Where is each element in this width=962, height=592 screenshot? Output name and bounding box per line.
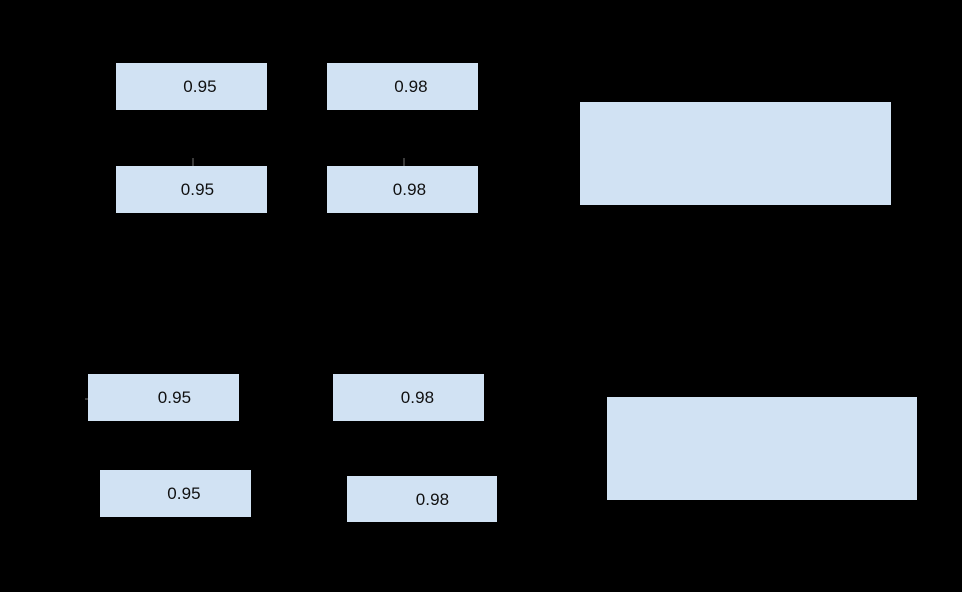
diagram-node-label: 0.98 <box>394 77 428 96</box>
connector-tick <box>192 158 194 167</box>
diagram-node-label: 0.95 <box>157 388 192 407</box>
diagram-node-label: 0.95 <box>183 77 217 96</box>
diagram-node-label: 0.95 <box>167 484 201 503</box>
diagram-node-empty[interactable] <box>607 397 917 500</box>
diagram-node-empty[interactable] <box>580 102 891 205</box>
diagram-node[interactable]: 0.98 <box>327 166 478 213</box>
diagram-node[interactable]: 0.98 <box>333 374 484 421</box>
diagram-node[interactable]: 0.98 <box>347 476 497 522</box>
diagram-node[interactable]: 0.95 <box>100 470 251 517</box>
diagram-node[interactable]: 0.95 <box>116 166 267 213</box>
connector-tick <box>403 158 405 167</box>
diagram-node-label: 0.98 <box>400 388 435 407</box>
diagram-node-label: 0.98 <box>415 489 450 509</box>
diagram-node[interactable]: 0.95 <box>116 63 267 110</box>
diagram-node[interactable]: 0.98 <box>327 63 478 110</box>
diagram-node-label: 0.98 <box>392 180 427 199</box>
diagram-node[interactable]: 0.95 <box>88 374 239 421</box>
diagram-node-label: 0.95 <box>180 180 215 199</box>
